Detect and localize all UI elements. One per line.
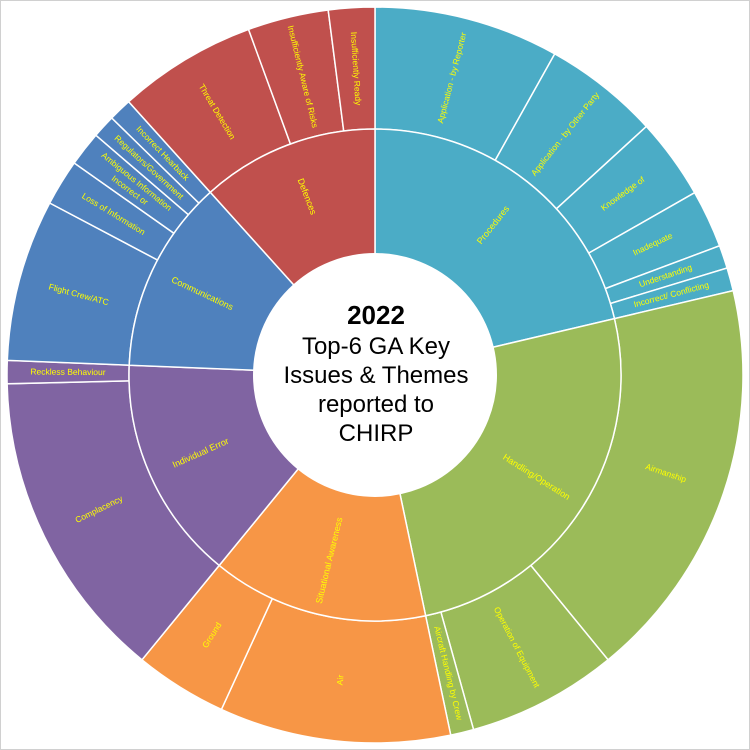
center-hole — [253, 253, 497, 497]
center-title-line: Top-6 GA Key — [301, 333, 451, 360]
center-title-line: Issues & Themes — [283, 362, 469, 389]
subcategory-label-insufficiently-ready: Insufficiently Ready — [349, 32, 364, 107]
center-title-year: 2022 — [347, 300, 405, 330]
outer-ring — [6, 6, 744, 744]
center-title: 2022 Top-6 GA Key Issues & Themes report… — [256, 278, 496, 468]
center-title-line: reported to — [317, 391, 435, 418]
inner-ring — [128, 128, 622, 622]
subcategory-label-air: Air — [335, 674, 346, 686]
subcategory-label-reckless-behaviour: Reckless Behaviour — [30, 367, 105, 378]
center-title-line: CHIRP — [338, 420, 414, 447]
